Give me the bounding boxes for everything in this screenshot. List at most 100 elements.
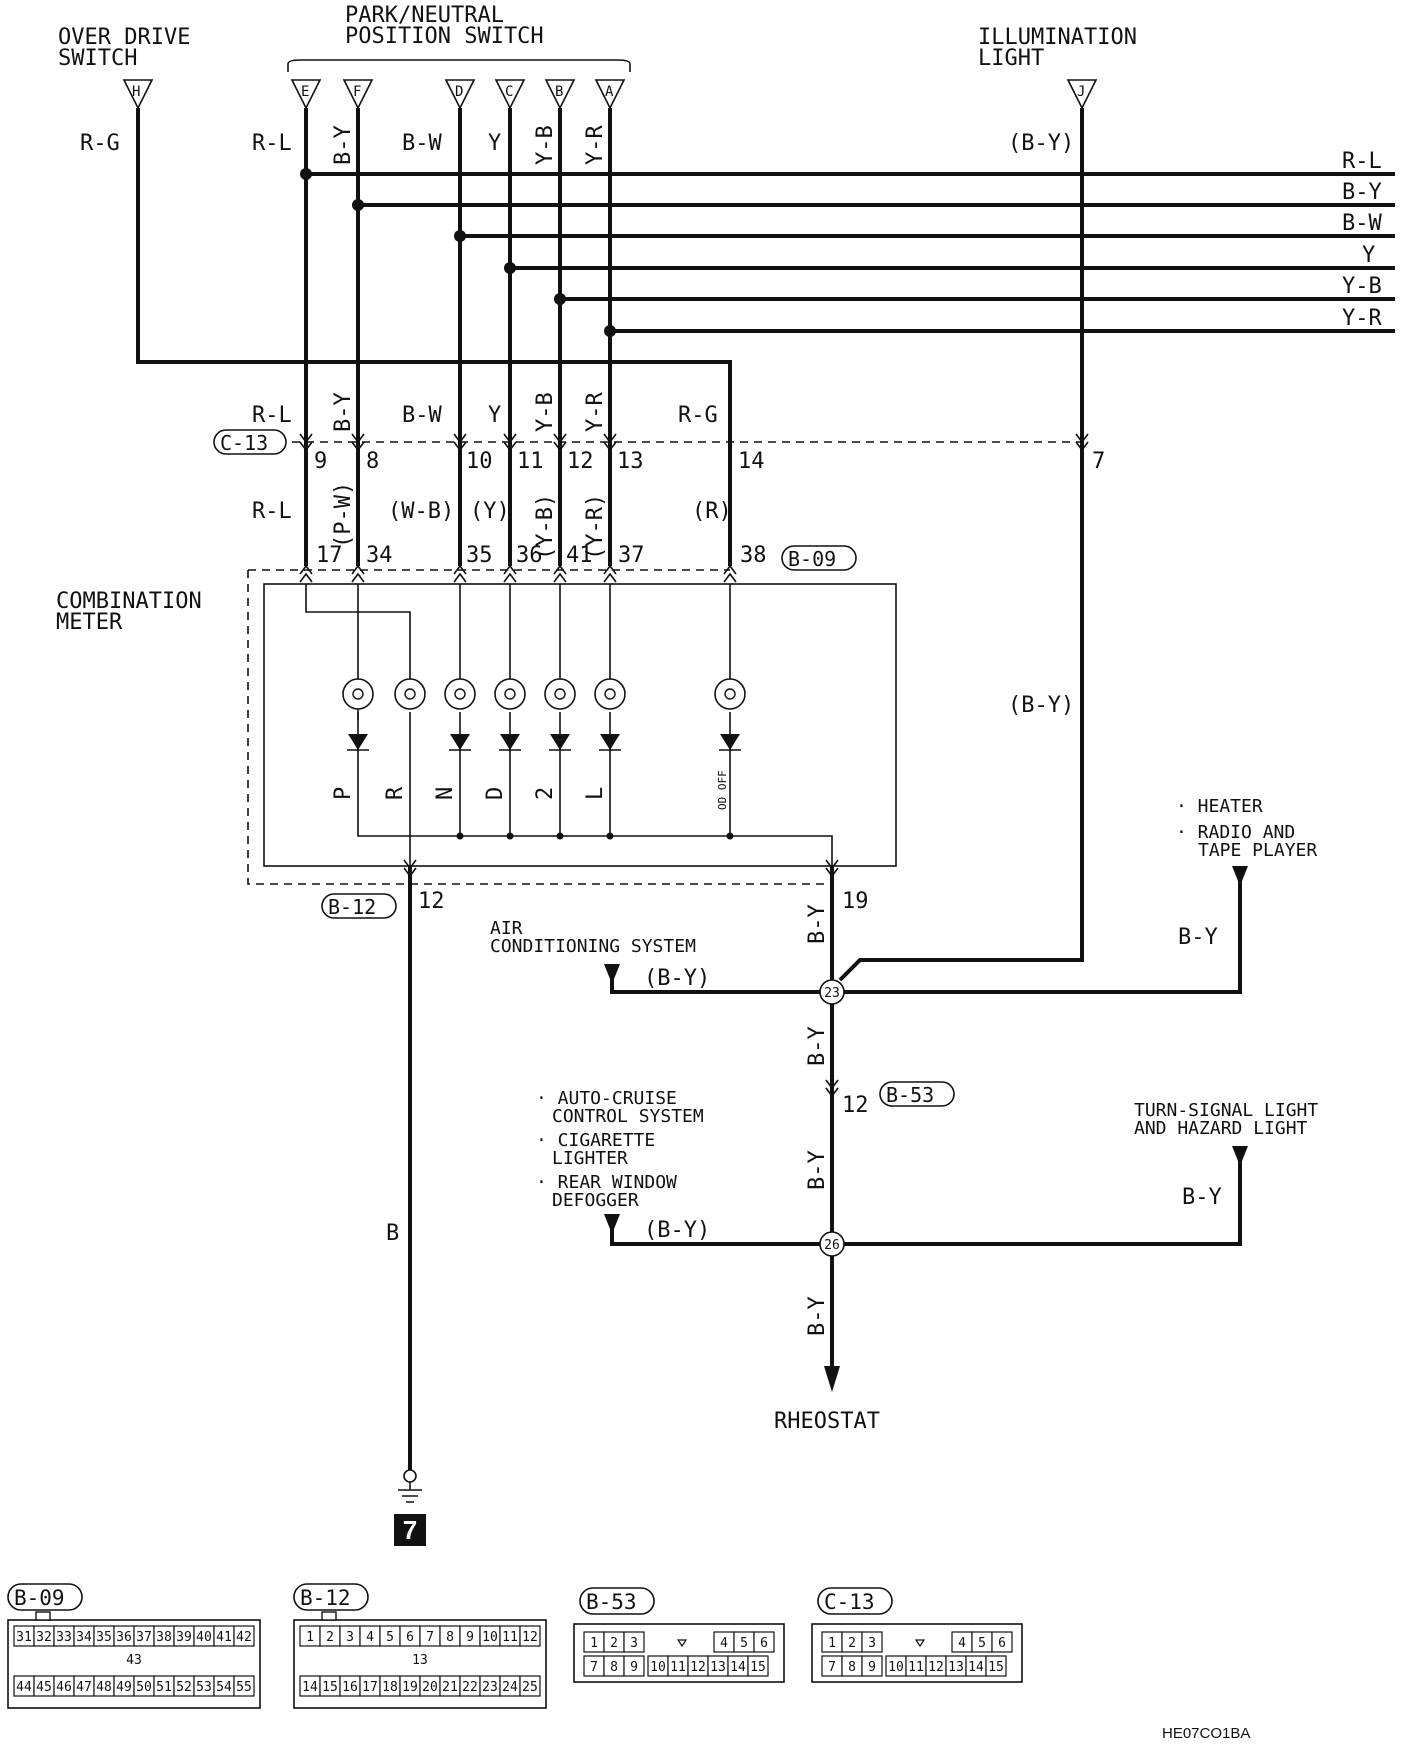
svg-text:7: 7 xyxy=(403,1515,417,1545)
svg-text:49: 49 xyxy=(116,1680,132,1695)
switch-bracket xyxy=(287,59,631,72)
svg-text:LIGHT: LIGHT xyxy=(978,46,1044,71)
svg-text:6: 6 xyxy=(760,1636,768,1651)
svg-text:· REAR WINDOW: · REAR WINDOW xyxy=(536,1172,677,1193)
svg-text:9: 9 xyxy=(630,1660,638,1675)
svg-text:34: 34 xyxy=(76,1630,92,1645)
indicator-labels: P R N D 2 L OD OFF xyxy=(331,770,729,810)
wire-label-bw-top: B-W xyxy=(402,131,442,156)
svg-text:13: 13 xyxy=(710,1660,726,1675)
wire-label-wb-low: (W-B) xyxy=(388,499,454,524)
svg-text:CONTROL SYSTEM: CONTROL SYSTEM xyxy=(552,1106,704,1127)
svg-text:B-53: B-53 xyxy=(886,1083,934,1107)
svg-text:15: 15 xyxy=(988,1660,1004,1675)
b12-label: B-12 xyxy=(321,893,397,919)
ground-point-badge: 7 xyxy=(394,1514,426,1546)
svg-text:44: 44 xyxy=(16,1680,32,1695)
wire-label-by-top: B-Y xyxy=(331,125,356,165)
svg-text:3: 3 xyxy=(630,1636,638,1651)
turn-branch-label: B-Y xyxy=(1182,1185,1222,1210)
svg-text:· RADIO AND: · RADIO AND xyxy=(1176,822,1295,843)
combination-meter-title: COMBINATION METER xyxy=(56,589,202,635)
svg-text:26: 26 xyxy=(824,1238,840,1253)
bus-label-by: B-Y xyxy=(1342,180,1382,205)
svg-text:40: 40 xyxy=(196,1630,212,1645)
svg-text:23: 23 xyxy=(824,986,840,1001)
svg-text:LIGHTER: LIGHTER xyxy=(552,1148,628,1169)
svg-text:B: B xyxy=(555,84,563,100)
svg-text:11: 11 xyxy=(670,1660,686,1675)
svg-text:17: 17 xyxy=(362,1680,378,1695)
wire-label-rg-mid: R-G xyxy=(678,403,718,428)
c13-pin-9: 9 xyxy=(314,449,327,474)
bus-label-rl: R-L xyxy=(1342,149,1382,174)
svg-text:B-09: B-09 xyxy=(788,547,836,571)
terminal-a: A xyxy=(594,79,626,110)
bus-label-yr: Y-R xyxy=(1342,306,1382,331)
svg-text:33: 33 xyxy=(56,1630,72,1645)
vertical-by-1: B-Y xyxy=(805,904,830,944)
wire-label-yb-mid: Y-B xyxy=(533,392,558,432)
b53-chevron xyxy=(825,1079,839,1098)
svg-text:45: 45 xyxy=(36,1680,52,1695)
wire-label-rl-mid: R-L xyxy=(252,403,292,428)
svg-text:SWITCH: SWITCH xyxy=(58,46,137,71)
svg-text:1: 1 xyxy=(590,1636,598,1651)
wire-label-rg-top: R-G xyxy=(80,131,120,156)
svg-text:C-13: C-13 xyxy=(824,1590,875,1614)
svg-text:P: P xyxy=(331,787,356,800)
b09-face-label: B-09 xyxy=(7,1583,83,1611)
indicator-bulbs xyxy=(342,678,746,710)
svg-text:47: 47 xyxy=(76,1680,92,1695)
svg-text:11: 11 xyxy=(908,1660,924,1675)
vertical-by-2: B-Y xyxy=(805,1026,830,1066)
turn-signal-title: TURN-SIGNAL LIGHT AND HAZARD LIGHT xyxy=(1134,1100,1318,1139)
svg-text:15: 15 xyxy=(322,1680,338,1695)
b53-face-label: B-53 xyxy=(579,1587,655,1615)
svg-text:J: J xyxy=(1077,84,1085,100)
svg-text:PARK/NEUTRAL: PARK/NEUTRAL xyxy=(345,3,504,28)
b09-pin-37: 37 xyxy=(618,543,645,568)
svg-text:51: 51 xyxy=(156,1680,172,1695)
svg-text:43: 43 xyxy=(126,1653,142,1668)
svg-text:L: L xyxy=(583,787,608,800)
b53-label: B-53 xyxy=(879,1081,955,1107)
b12-face-label: B-12 xyxy=(293,1583,369,1611)
svg-text:35: 35 xyxy=(96,1630,112,1645)
svg-text:8: 8 xyxy=(610,1660,618,1675)
svg-text:METER: METER xyxy=(56,610,123,635)
svg-text:32: 32 xyxy=(36,1630,52,1645)
wire-label-y-top: Y xyxy=(488,131,501,156)
svg-text:10: 10 xyxy=(650,1660,666,1675)
vertical-by-4: B-Y xyxy=(805,1296,830,1336)
svg-text:H: H xyxy=(132,84,140,100)
wire-label-y-mid: Y xyxy=(488,403,501,428)
c13-label: C-13 xyxy=(213,429,287,455)
splice-23: 23 xyxy=(819,979,845,1005)
b09-pin-34: 34 xyxy=(366,543,393,568)
svg-text:2: 2 xyxy=(610,1636,618,1651)
cruise-branch-arrow xyxy=(604,1214,620,1234)
svg-text:19: 19 xyxy=(402,1680,418,1695)
c13-pin-7: 7 xyxy=(1092,449,1105,474)
svg-text:9: 9 xyxy=(868,1660,876,1675)
svg-text:10: 10 xyxy=(482,1630,498,1645)
meter-body xyxy=(263,583,897,867)
wire-label-bw-mid: B-W xyxy=(402,403,442,428)
terminal-c: C xyxy=(494,79,526,110)
svg-text:15: 15 xyxy=(750,1660,766,1675)
svg-text:C-13: C-13 xyxy=(220,431,268,455)
svg-text:· HEATER: · HEATER xyxy=(1176,796,1263,817)
wire-label-yr-top: Y-R xyxy=(583,125,608,165)
b09-pin-17: 17 xyxy=(316,543,343,568)
b09-pin-41: 41 xyxy=(566,543,593,568)
svg-text:2: 2 xyxy=(848,1636,856,1651)
heater-radio-title: · HEATER · RADIO AND TAPE PLAYER xyxy=(1176,796,1317,861)
svg-text:8: 8 xyxy=(848,1660,856,1675)
svg-text:4: 4 xyxy=(720,1636,728,1651)
overdrive-switch-title: OVER DRIVE SWITCH xyxy=(58,25,190,71)
